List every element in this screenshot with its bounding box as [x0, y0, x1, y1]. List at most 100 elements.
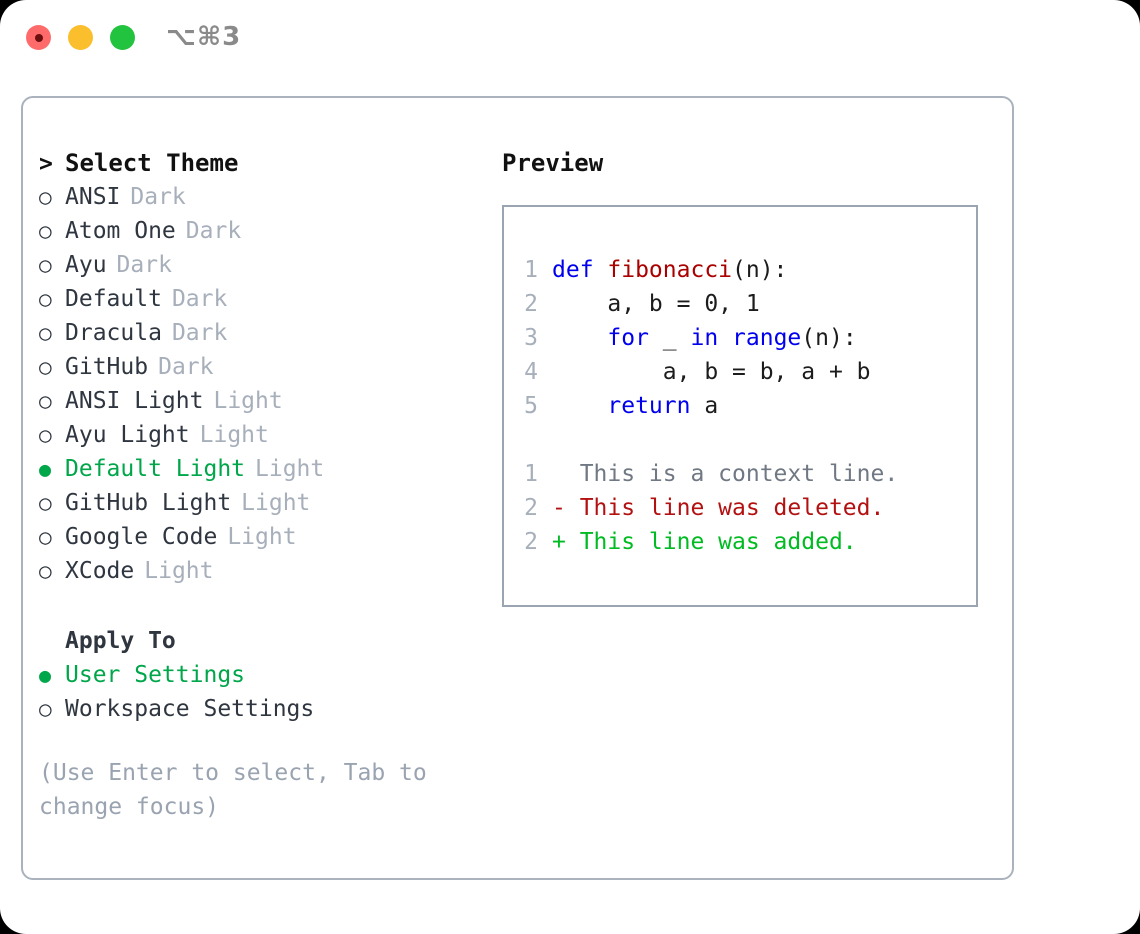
line-number: 3 — [524, 325, 538, 351]
preview-title: Preview — [502, 149, 604, 177]
radio-unselected-icon[interactable]: ○ — [39, 287, 52, 311]
theme-label: Dracula — [65, 320, 162, 346]
window-controls — [26, 25, 135, 50]
radio-unselected-icon[interactable]: ○ — [39, 491, 52, 515]
diff-line-added: 2 + This line was added. — [504, 525, 976, 559]
code-line: 4 a, b = b, a + b — [504, 355, 976, 389]
theme-label: GitHub Light — [65, 490, 232, 516]
keyboard-shortcut-label: ⌥⌘3 — [166, 22, 242, 52]
radio-unselected-icon[interactable]: ○ — [39, 355, 52, 379]
theme-label: Ayu — [65, 252, 107, 278]
apply-to-header: ○ Apply To — [39, 624, 479, 658]
theme-item-dracula-dark[interactable]: ○ Dracula Dark — [39, 316, 479, 350]
theme-variant-tag: Dark — [116, 252, 172, 278]
line-number: 2 — [524, 529, 538, 555]
radio-unselected-icon[interactable]: ○ — [39, 219, 52, 243]
theme-item-ansi-dark[interactable]: ○ ANSI Dark — [39, 180, 479, 214]
radio-unselected-icon[interactable]: ○ — [39, 423, 52, 447]
theme-variant-tag: Light — [199, 422, 269, 448]
theme-item-atom-one-dark[interactable]: ○ Atom One Dark — [39, 214, 479, 248]
apply-to-label: User Settings — [65, 662, 246, 688]
theme-variant-tag: Light — [213, 388, 283, 414]
diff-line-deleted: 2 - This line was deleted. — [504, 491, 976, 525]
theme-item-xcode[interactable]: ○ XCode Light — [39, 554, 479, 588]
line-number: 5 — [524, 393, 538, 419]
diff-content: + This line was added. — [552, 529, 857, 555]
radio-unselected-icon[interactable]: ○ — [39, 389, 52, 413]
line-number: 2 — [524, 291, 538, 317]
line-number: 1 — [524, 461, 538, 487]
close-button[interactable] — [26, 25, 51, 50]
code-token: (n): — [801, 325, 857, 351]
prompt-caret-icon: > — [39, 151, 53, 177]
theme-label: ANSI — [65, 184, 121, 210]
code-content: a, b = b, a + b — [552, 355, 871, 389]
code-token: (n): — [732, 257, 788, 283]
theme-label: GitHub — [65, 354, 149, 380]
section-spacer — [39, 588, 479, 624]
select-theme-title: Select Theme — [65, 149, 239, 177]
radio-unselected-icon[interactable]: ○ — [39, 697, 52, 721]
theme-item-github-dark[interactable]: ○ GitHub Dark — [39, 350, 479, 384]
theme-label: Google Code — [65, 524, 218, 550]
theme-variant-tag: Light — [144, 558, 214, 584]
theme-variant-tag: Dark — [130, 184, 186, 210]
radio-unselected-icon[interactable]: ○ — [39, 525, 52, 549]
code-token: fibonacci — [607, 257, 733, 283]
theme-item-github-light[interactable]: ○ GitHub Light Light — [39, 486, 479, 520]
theme-variant-tag: Dark — [171, 320, 228, 346]
theme-picker-panel: > Select Theme ○ ANSI Dark ○ Atom One Da… — [21, 96, 1014, 880]
theme-variant-tag: Light — [227, 524, 297, 550]
theme-item-ayu-light[interactable]: ○ Ayu Light Light — [39, 418, 479, 452]
theme-item-default-dark[interactable]: ○ Default Dark — [39, 282, 479, 316]
theme-variant-tag: Light — [241, 490, 311, 516]
code-line: 1 def fibonacci(n): — [504, 253, 976, 287]
code-token: return — [607, 393, 691, 419]
diff-content: - This line was deleted. — [552, 495, 885, 521]
keyboard-hint-text: (Use Enter to select, Tab to change focu… — [39, 760, 427, 820]
theme-label: Default — [65, 286, 162, 312]
apply-to-label: Workspace Settings — [65, 696, 315, 722]
radio-unselected-icon[interactable]: ○ — [39, 321, 52, 345]
theme-variant-tag: Light — [255, 456, 325, 482]
theme-item-google-code[interactable]: ○ Google Code Light — [39, 520, 479, 554]
apply-to-title: Apply To — [65, 628, 176, 654]
code-token: def — [552, 257, 608, 283]
code-line: 3 for _ in range(n): — [504, 321, 976, 355]
radio-selected-icon[interactable]: ● — [39, 457, 52, 481]
code-content: a, b = 0, 1 — [552, 287, 760, 321]
code-token: _ — [648, 325, 691, 351]
theme-label: ANSI Light — [65, 388, 204, 414]
line-number: 2 — [524, 495, 538, 521]
radio-selected-icon[interactable]: ● — [39, 663, 52, 687]
theme-selection-column: > Select Theme ○ ANSI Dark ○ Atom One Da… — [39, 146, 479, 824]
theme-item-ayu-dark[interactable]: ○ Ayu Dark — [39, 248, 479, 282]
code-token — [552, 325, 607, 351]
code-token: a, b = 0, 1 — [552, 291, 760, 317]
preview-column: Preview 1 def fibonacci(n): 2 a, b = 0, … — [502, 146, 992, 607]
code-token: in — [690, 325, 733, 351]
apply-to-workspace-settings[interactable]: ○ Workspace Settings — [39, 692, 479, 726]
select-theme-header: > Select Theme — [39, 146, 479, 180]
radio-unselected-icon[interactable]: ○ — [39, 559, 52, 583]
code-content: for _ in range(n): — [552, 321, 857, 355]
theme-item-default-light[interactable]: ● Default Light Light — [39, 452, 479, 486]
theme-item-ansi-light[interactable]: ○ ANSI Light Light — [39, 384, 479, 418]
line-number: 4 — [524, 359, 538, 385]
theme-label: Ayu Light — [65, 422, 190, 448]
radio-unselected-icon[interactable]: ○ — [39, 253, 52, 277]
maximize-button[interactable] — [110, 25, 135, 50]
code-token: a — [690, 393, 719, 419]
radio-unselected-icon[interactable]: ○ — [39, 185, 52, 209]
apply-to-user-settings[interactable]: ● User Settings — [39, 658, 479, 692]
theme-variant-tag: Dark — [158, 354, 214, 380]
line-number: 1 — [524, 257, 538, 283]
theme-label: Atom One — [65, 218, 176, 244]
code-line: 5 return a — [504, 389, 976, 423]
code-token: for — [607, 325, 649, 351]
minimize-button[interactable] — [68, 25, 93, 50]
diff-line-context: 1 This is a context line. — [504, 457, 976, 491]
theme-variant-tag: Dark — [171, 286, 228, 312]
code-line: 2 a, b = 0, 1 — [504, 287, 976, 321]
